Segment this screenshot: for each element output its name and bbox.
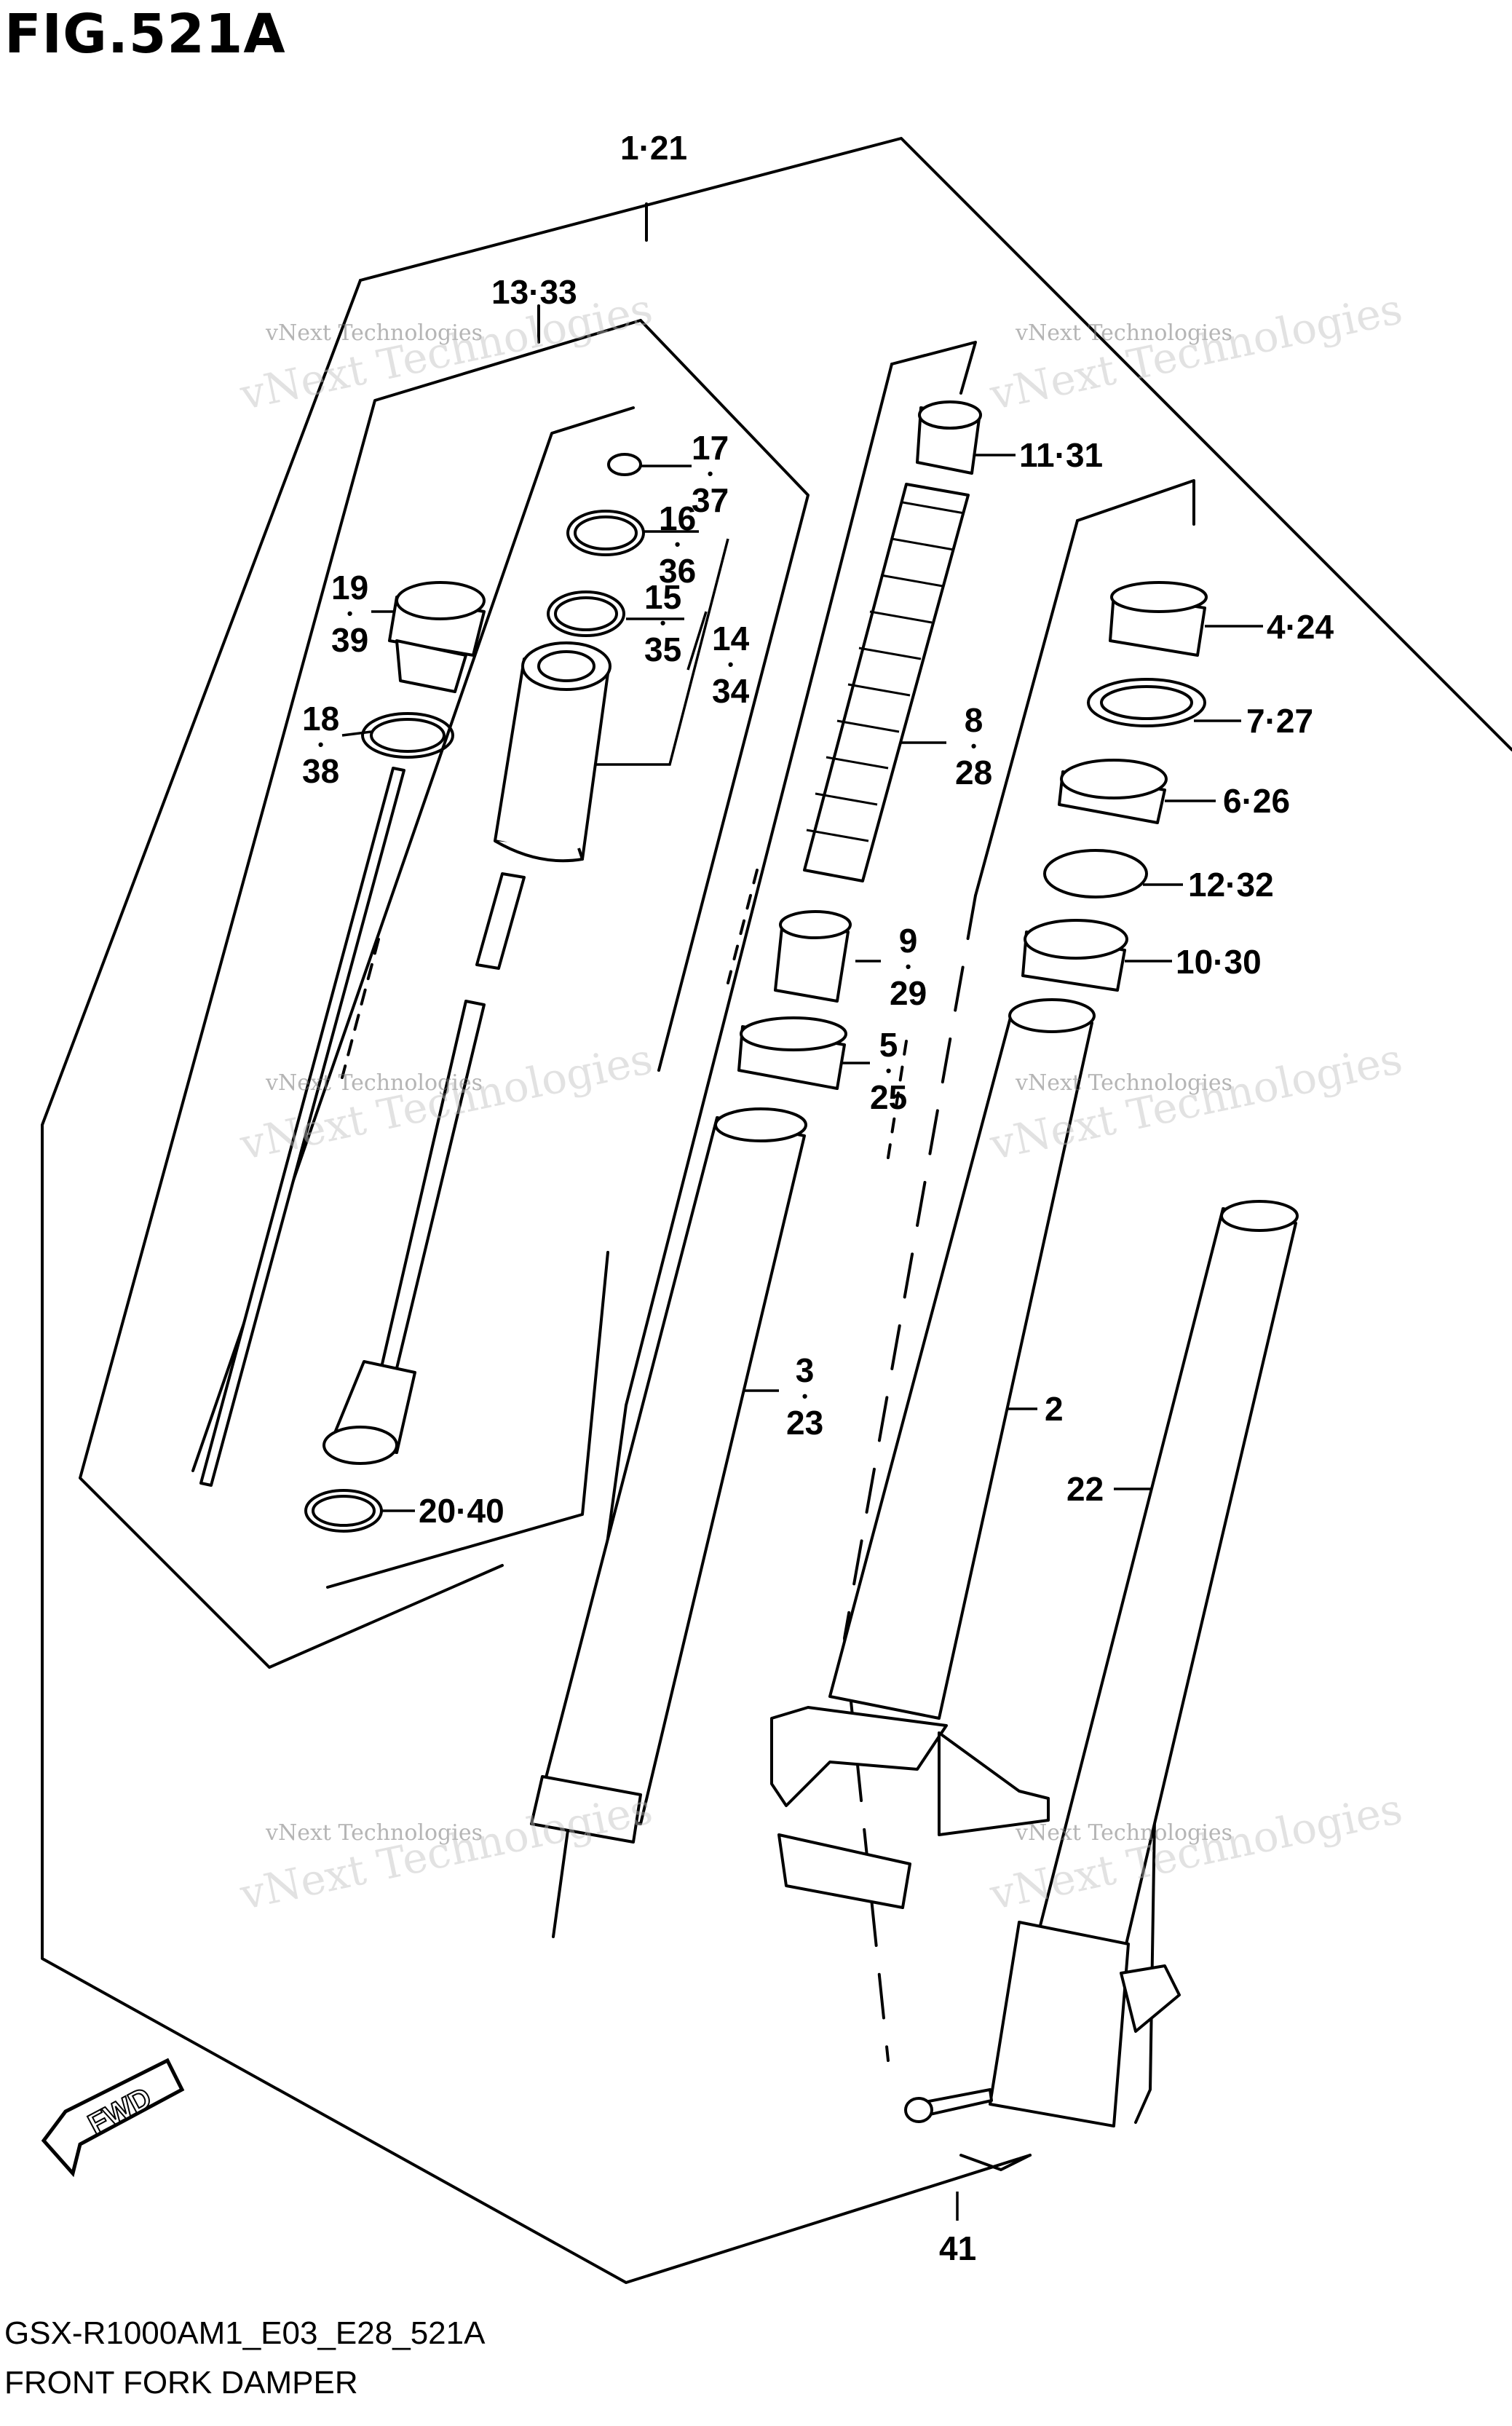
label-part-18-38: 18•38 [302, 700, 340, 790]
bolt-outline [959, 2154, 1032, 2171]
part-7-washer [1087, 678, 1206, 727]
part-22-outer-tube-foot [989, 1921, 1130, 2127]
leader-18 [341, 730, 372, 737]
part-damper-rod [377, 1000, 486, 1385]
part-3-inner-tube-bottom [530, 1775, 642, 1844]
label-part-11-31: 11·31 [1019, 436, 1104, 474]
part-3-inner-tube-top [714, 1107, 807, 1142]
right-inner-outline [1076, 479, 1195, 526]
label-part-19-39: 19•39 [331, 569, 369, 659]
part-20-ring [304, 1489, 383, 1533]
label-part-16-36: 16•36 [659, 499, 697, 590]
part-8-spring-coil [836, 719, 900, 733]
damper-cartridge-outline [79, 319, 642, 1669]
leader-14-b [686, 611, 708, 671]
figure-title: FIG.521A [4, 3, 286, 66]
label-part-5-25: 5•25 [870, 1026, 908, 1116]
part-2-outer-tube-axle [777, 1833, 911, 1909]
outer-assembly-outline [359, 137, 1512, 751]
part-41-bolt-head [904, 2097, 933, 2123]
label-part-3-23: 3•23 [786, 1351, 824, 1442]
part-5-bushing-top [740, 1016, 847, 1051]
figure-name: FRONT FORK DAMPER [4, 2365, 358, 2401]
label-part-7-27: 7·27 [1246, 702, 1314, 740]
part-4-ring-top [1110, 581, 1208, 613]
part-16-oring [566, 510, 645, 556]
part-long-rod [199, 767, 405, 1487]
part-14-cap-bottom [494, 839, 584, 863]
damper-cartridge-outline-right [639, 319, 810, 1072]
middle-tube-dash-2 [887, 1040, 908, 1159]
label-part-22: 22 [1066, 1470, 1104, 1508]
label-part-14-34: 14•34 [712, 620, 750, 710]
part-8-spring-coil [858, 647, 922, 660]
part-8-spring-coil [806, 829, 869, 842]
part-14-cap-top-inner [537, 650, 595, 682]
part-15-oring-inner [554, 596, 618, 631]
part-15-oring [547, 590, 625, 637]
part-16-oring-inner [574, 515, 638, 550]
label-part-2: 2 [1045, 1390, 1064, 1428]
label-part-9-29: 9•29 [890, 922, 927, 1012]
part-2-outer-tube-bracket [770, 1706, 948, 1807]
part-12-clip [1043, 849, 1148, 898]
label-part-13-33: 13·33 [491, 273, 577, 311]
part-9-collar-top [779, 910, 852, 939]
part-18-oring-inner [370, 718, 446, 753]
middle-tube-outline [890, 341, 977, 395]
label-part-15-35: 15•35 [644, 578, 682, 668]
part-8-spring-coil [847, 683, 911, 697]
label-part-10-30: 10·30 [1176, 943, 1262, 981]
part-19-cap-bolt-top [395, 581, 486, 620]
outer-assembly-outline-left [41, 279, 1032, 2284]
inner-subassembly-outline-2 [326, 1251, 609, 1589]
part-20-ring-inner [312, 1495, 376, 1527]
part-17-nut [607, 453, 642, 476]
leader-14 [582, 538, 729, 766]
part-10-dust-seal-top [1024, 919, 1128, 960]
part-19-cap-bolt-lower [395, 639, 467, 693]
part-2-caliper-mount [938, 1731, 1050, 1836]
part-18-oring [361, 712, 454, 759]
part-2-outer-tube-top [1008, 998, 1096, 1033]
part-small-spring [475, 872, 526, 970]
part-6-seal-top [1060, 759, 1168, 799]
part-8-spring [803, 483, 970, 882]
label-part-12-32: 12·32 [1188, 866, 1274, 904]
part-11-nut-top [918, 400, 982, 430]
label-part-6-26: 6·26 [1223, 782, 1291, 820]
part-8-spring-coil [880, 574, 943, 588]
label-part-4-24: 4·24 [1267, 608, 1334, 646]
part-8-spring-coil [815, 792, 878, 806]
model-code: GSX-R1000AM1_E03_E28_521A [4, 2315, 486, 2351]
part-7-washer-inner [1100, 685, 1193, 720]
part-8-spring-coil [869, 610, 933, 624]
label-part-20-40: 20·40 [419, 1492, 504, 1530]
right-inner-outline-left [974, 519, 1079, 897]
part-22-caliper-mount [1120, 1964, 1181, 2033]
inner-subassembly-outline [191, 406, 635, 1472]
label-part-17-37: 17•37 [692, 429, 729, 519]
middle-tube-dash [727, 869, 759, 984]
part-8-spring-coil [902, 501, 965, 515]
part-8-spring-coil [891, 537, 954, 551]
part-22-outer-tube-top [1220, 1200, 1299, 1232]
inner-subassembly-dash [341, 938, 380, 1079]
label-part-41: 41 [939, 2229, 977, 2267]
fwd-arrow-icon: FWD [41, 2058, 185, 2178]
label-part-8-28: 8•28 [955, 701, 993, 791]
part-8-spring-coil [826, 756, 889, 770]
part-piston-base [322, 1426, 398, 1465]
label-part-1-21: 1·21 [620, 129, 688, 167]
